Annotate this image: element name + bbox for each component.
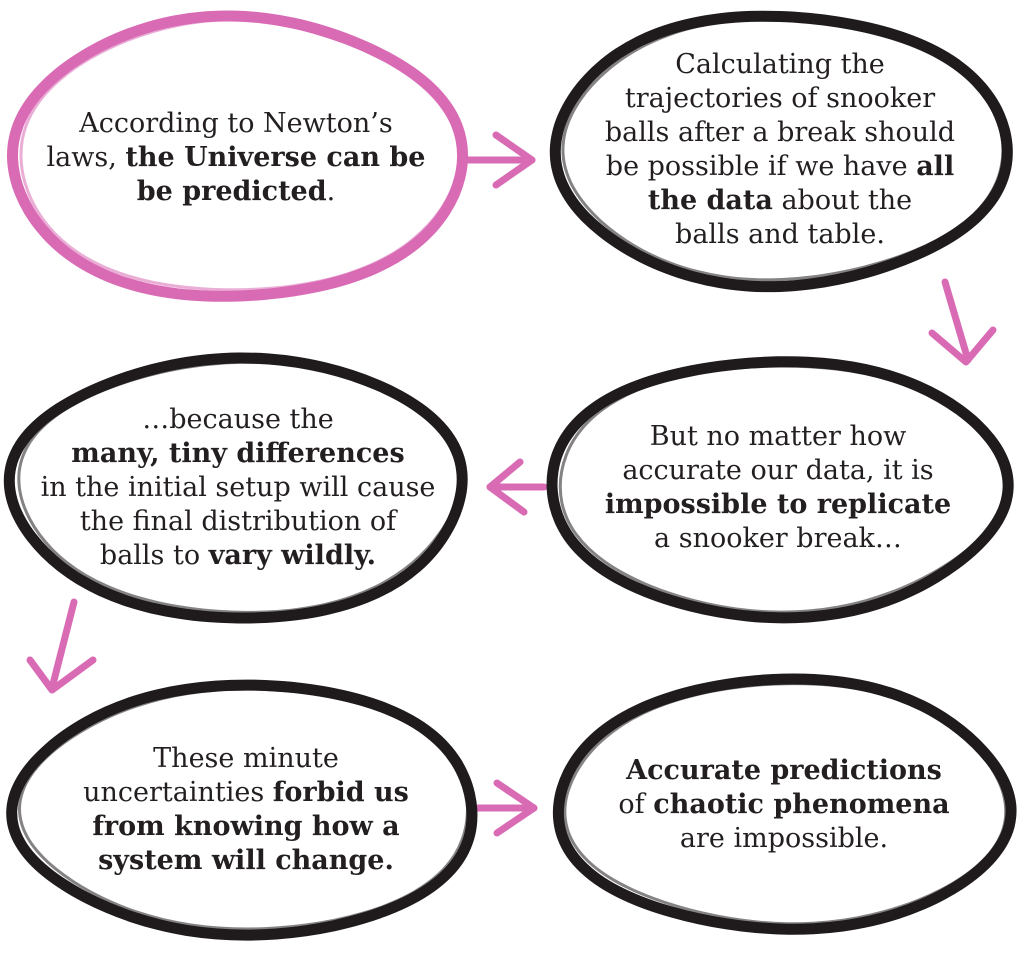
- plain-text: be possible if we have: [605, 151, 917, 182]
- emphasis-text: chaotic phenomena: [653, 789, 950, 820]
- node-text-line: system will change.: [83, 844, 409, 878]
- emphasis-text: Accurate predictions: [626, 755, 942, 786]
- node-outline: [3, 352, 468, 624]
- node-text-line: According to Newton’s: [47, 107, 426, 141]
- node-text-line: But no matter how: [605, 420, 951, 454]
- plain-text: accurate our data, it is: [622, 455, 934, 486]
- node-text-line: from knowing how a: [83, 810, 409, 844]
- emphasis-text: be predicted: [136, 176, 327, 207]
- node-text-line: laws, the Universe can be: [47, 141, 426, 175]
- plain-text: These minute: [153, 743, 339, 774]
- node-text-line: the final distribution of: [41, 505, 436, 539]
- plain-text: laws,: [46, 142, 126, 173]
- emphasis-text: from knowing how a: [92, 811, 400, 842]
- arrow-head-icon: [928, 326, 997, 366]
- node-text-line: balls and table.: [605, 218, 955, 252]
- plain-text: about the: [772, 185, 913, 216]
- emphasis-text: vary wildly.: [208, 540, 377, 571]
- node-impossible-replicate: [546, 356, 1014, 624]
- node-outline-sketch: [17, 360, 462, 614]
- plain-text: of: [618, 789, 654, 820]
- plain-text: trajectories of snooker: [624, 83, 936, 114]
- node-outline-sketch: [17, 687, 470, 931]
- emphasis-text: forbid us: [272, 777, 409, 808]
- plain-text: a snooker break…: [654, 523, 902, 554]
- node-text-line: a snooker break…: [605, 522, 951, 556]
- node-trajectories: [549, 10, 1013, 293]
- node-text-line: Accurate predictions: [618, 754, 949, 788]
- plain-text: .: [326, 176, 336, 207]
- node-tiny-differences: [3, 352, 468, 624]
- node-text-line: uncertainties forbid us: [83, 776, 409, 810]
- node-text-line: trajectories of snooker: [605, 82, 955, 116]
- node-outline: [552, 673, 1017, 935]
- node-text-line: accurate our data, it is: [605, 454, 951, 488]
- arrow-shaft: [941, 278, 972, 364]
- node-text-line: be possible if we have all: [605, 150, 955, 184]
- node-text-line: many, tiny differences: [41, 437, 436, 471]
- node-outline: [549, 10, 1013, 293]
- node-newton: [6, 10, 469, 302]
- node-text-line: in the initial setup will cause: [41, 471, 436, 505]
- plain-text: Calculating the: [675, 49, 885, 80]
- node-outline-sketch: [558, 364, 1006, 614]
- plain-text: are impossible.: [679, 823, 889, 854]
- node-outline: [546, 356, 1014, 624]
- node-uncertainties: [6, 679, 478, 941]
- arrow-head-icon: [493, 779, 538, 837]
- node-text-line: the data about the: [605, 184, 955, 218]
- plain-text: uncertainties: [83, 777, 273, 808]
- node-outline-sketch: [563, 682, 1008, 926]
- emphasis-text: impossible to replicate: [604, 489, 952, 520]
- node-text-line: balls after a break should: [605, 116, 955, 150]
- plain-text: the final distribution of: [79, 506, 397, 537]
- emphasis-text: system will change.: [98, 845, 394, 876]
- arrow-head-icon: [26, 656, 97, 694]
- node-outline: [6, 679, 478, 941]
- emphasis-text: the data: [647, 185, 773, 216]
- plain-text: balls after a break should: [604, 117, 956, 148]
- plain-text: balls and table.: [675, 219, 885, 250]
- emphasis-text: all: [916, 151, 955, 182]
- plain-text: But no matter how: [649, 421, 907, 452]
- node-outline-sketch: [19, 18, 461, 292]
- node-text-line: of chaotic phenomena: [618, 788, 949, 822]
- node-text-line: These minute: [83, 742, 409, 776]
- arrow-head-icon: [492, 131, 536, 189]
- plain-text: …because the: [142, 404, 334, 435]
- plain-text: in the initial setup will cause: [40, 472, 436, 503]
- node-text-line: balls to vary wildly.: [41, 539, 436, 573]
- node-text-line: …because the: [41, 403, 436, 437]
- arrow-newton-to-trajectories: [458, 131, 536, 189]
- node-text-line: are impossible.: [618, 822, 949, 856]
- node-text-line: Calculating the: [605, 48, 955, 82]
- arrow-impossible-replicate-to-tiny-differences: [486, 458, 548, 516]
- node-text-line: be predicted.: [47, 175, 426, 209]
- node-text-line: impossible to replicate: [605, 488, 951, 522]
- arrow-uncertainties-to-accurate-predictions: [472, 779, 538, 837]
- emphasis-text: many, tiny differences: [71, 438, 405, 469]
- arrow-shaft: [48, 598, 78, 692]
- node-outline-sketch: [561, 17, 1005, 282]
- emphasis-text: the Universe can be: [125, 142, 426, 173]
- node-accurate-predictions: [552, 673, 1017, 935]
- arrow-trajectories-to-impossible-replicate: [928, 278, 997, 366]
- plain-text: balls to: [99, 540, 209, 571]
- arrow-head-icon: [486, 458, 528, 516]
- node-outline: [6, 10, 469, 302]
- arrow-tiny-differences-to-uncertainties: [26, 598, 97, 694]
- plain-text: According to Newton’s: [79, 108, 393, 139]
